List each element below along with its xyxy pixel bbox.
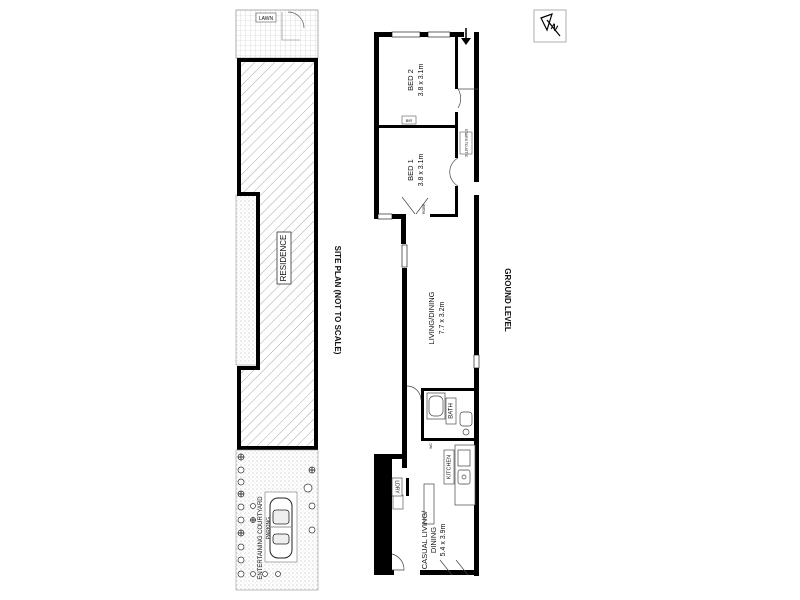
- wc-label: WC: [429, 443, 433, 449]
- lawn-area: [235, 9, 319, 59]
- site-plan-title: SITE PLAN (NOT TO SCALE): [333, 246, 342, 355]
- parking-label: PARKING: [266, 517, 272, 539]
- north-letter: N: [549, 21, 560, 33]
- bed1-size: 3.8 x 3.1m: [418, 153, 425, 186]
- kitchen-fixtures: [423, 444, 476, 525]
- car-icon: [269, 497, 293, 559]
- interior-walls: [374, 37, 477, 496]
- bed1-name: BED 1: [406, 159, 415, 181]
- ground-level-title: GROUND LEVEL: [503, 268, 512, 332]
- bed2-size: 3.8 x 3.1m: [418, 63, 425, 96]
- floor-plan: STAIRS TO ATTIC BIR ROBE BED 2 3.8 x 3.1…: [374, 28, 512, 576]
- plant-cross-icons: [238, 454, 315, 536]
- side-path: [235, 194, 259, 366]
- casual-name-2: DINING: [429, 527, 438, 553]
- bath-fixtures: [426, 392, 473, 436]
- lawn-label-box: [255, 12, 277, 23]
- laundry-label-box: [391, 477, 403, 497]
- lawn-step: [281, 12, 300, 41]
- casual-name: CASUAL LIVING/: [420, 510, 429, 569]
- courtyard-label: ENTERTAINING COURTYARD: [258, 496, 264, 580]
- bath-label: BATH: [449, 403, 455, 419]
- residence-label-box: [276, 231, 292, 285]
- stairs-label: STAIRS TO ATTIC: [464, 129, 468, 158]
- stairs-box: [459, 131, 473, 155]
- lawn-label: LAWN: [259, 16, 274, 22]
- laundry-label: LDRY: [394, 480, 400, 494]
- living-name: LIVING/DINING: [427, 291, 436, 344]
- residence-label: RESIDENCE: [279, 235, 288, 282]
- kitchen-label-box: [443, 449, 455, 485]
- robe-label: ROBE: [422, 203, 426, 214]
- bed2-name: BED 2: [406, 69, 415, 91]
- kitchen-label: KITCHEN: [446, 455, 452, 479]
- bath-label-box: [445, 397, 457, 425]
- laundry-fixture: [392, 494, 404, 510]
- bir-label: BIR: [406, 118, 413, 123]
- casual-size: 5.4 x 3.9m: [440, 523, 447, 556]
- site-plan: LAWN RESIDENCE: [235, 9, 342, 591]
- windows: [377, 31, 480, 369]
- living-size: 7.7 x 3.2m: [439, 301, 446, 334]
- entry-arrow-icon: [461, 28, 471, 45]
- door-swings: [391, 88, 478, 576]
- north-arrow-icon: N: [533, 9, 567, 43]
- lawn-gate-arc: [287, 11, 305, 29]
- bir-box: [401, 115, 417, 125]
